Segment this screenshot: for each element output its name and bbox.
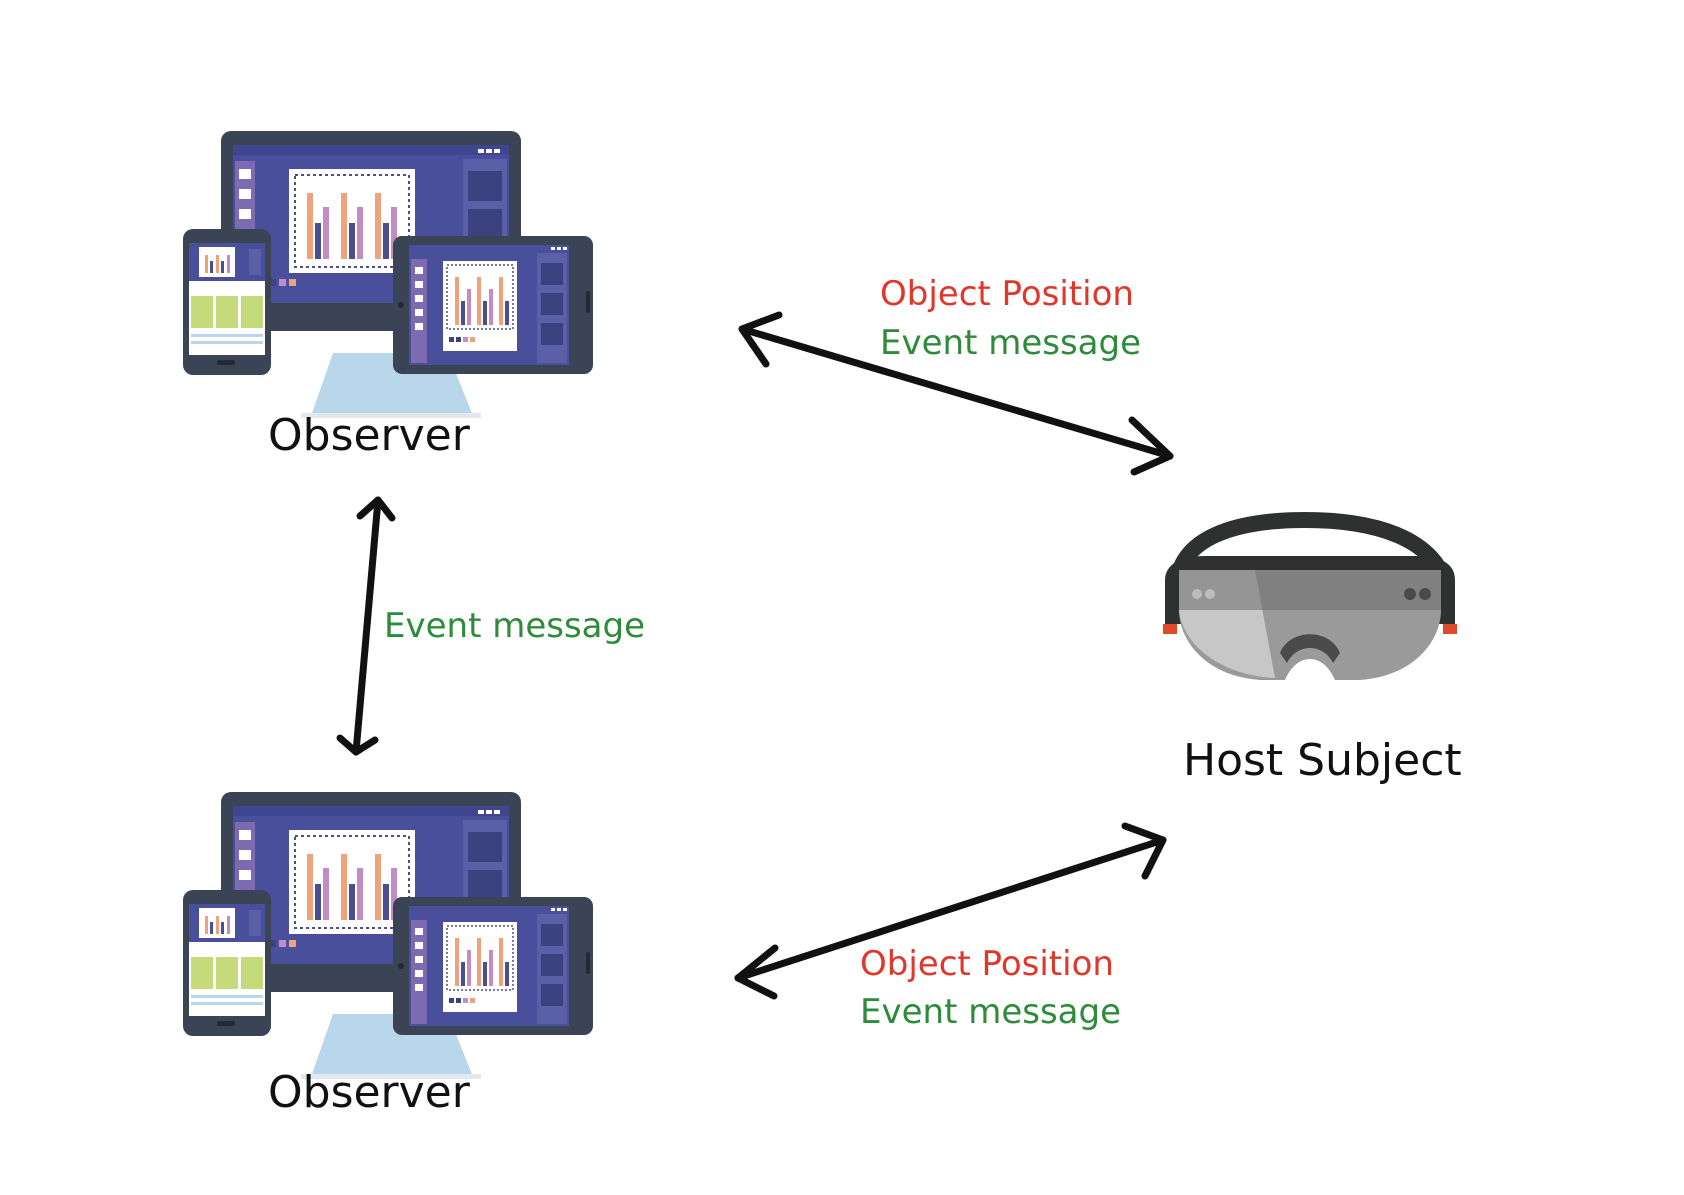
top-link-object-position: Object Position — [880, 274, 1134, 314]
bottom-link-event-message: Event message — [860, 992, 1122, 1032]
ar-headset-icon — [1163, 511, 1457, 680]
arrow-observer-top-to-host — [738, 311, 1174, 476]
observer-bottom-label: Observer — [268, 1067, 470, 1118]
observer-top-label: Observer — [268, 410, 470, 461]
arrow-observer-to-observer — [336, 496, 396, 756]
multi-device-icon — [182, 130, 594, 419]
bottom-link-object-position: Object Position — [860, 944, 1114, 984]
arrow-observer-bottom-to-host — [734, 822, 1167, 1000]
top-link-event-message: Event message — [880, 323, 1142, 363]
observer-link-event-message: Event message — [384, 606, 646, 646]
host-subject-label: Host Subject — [1183, 735, 1462, 786]
multi-device-icon — [182, 791, 594, 1080]
